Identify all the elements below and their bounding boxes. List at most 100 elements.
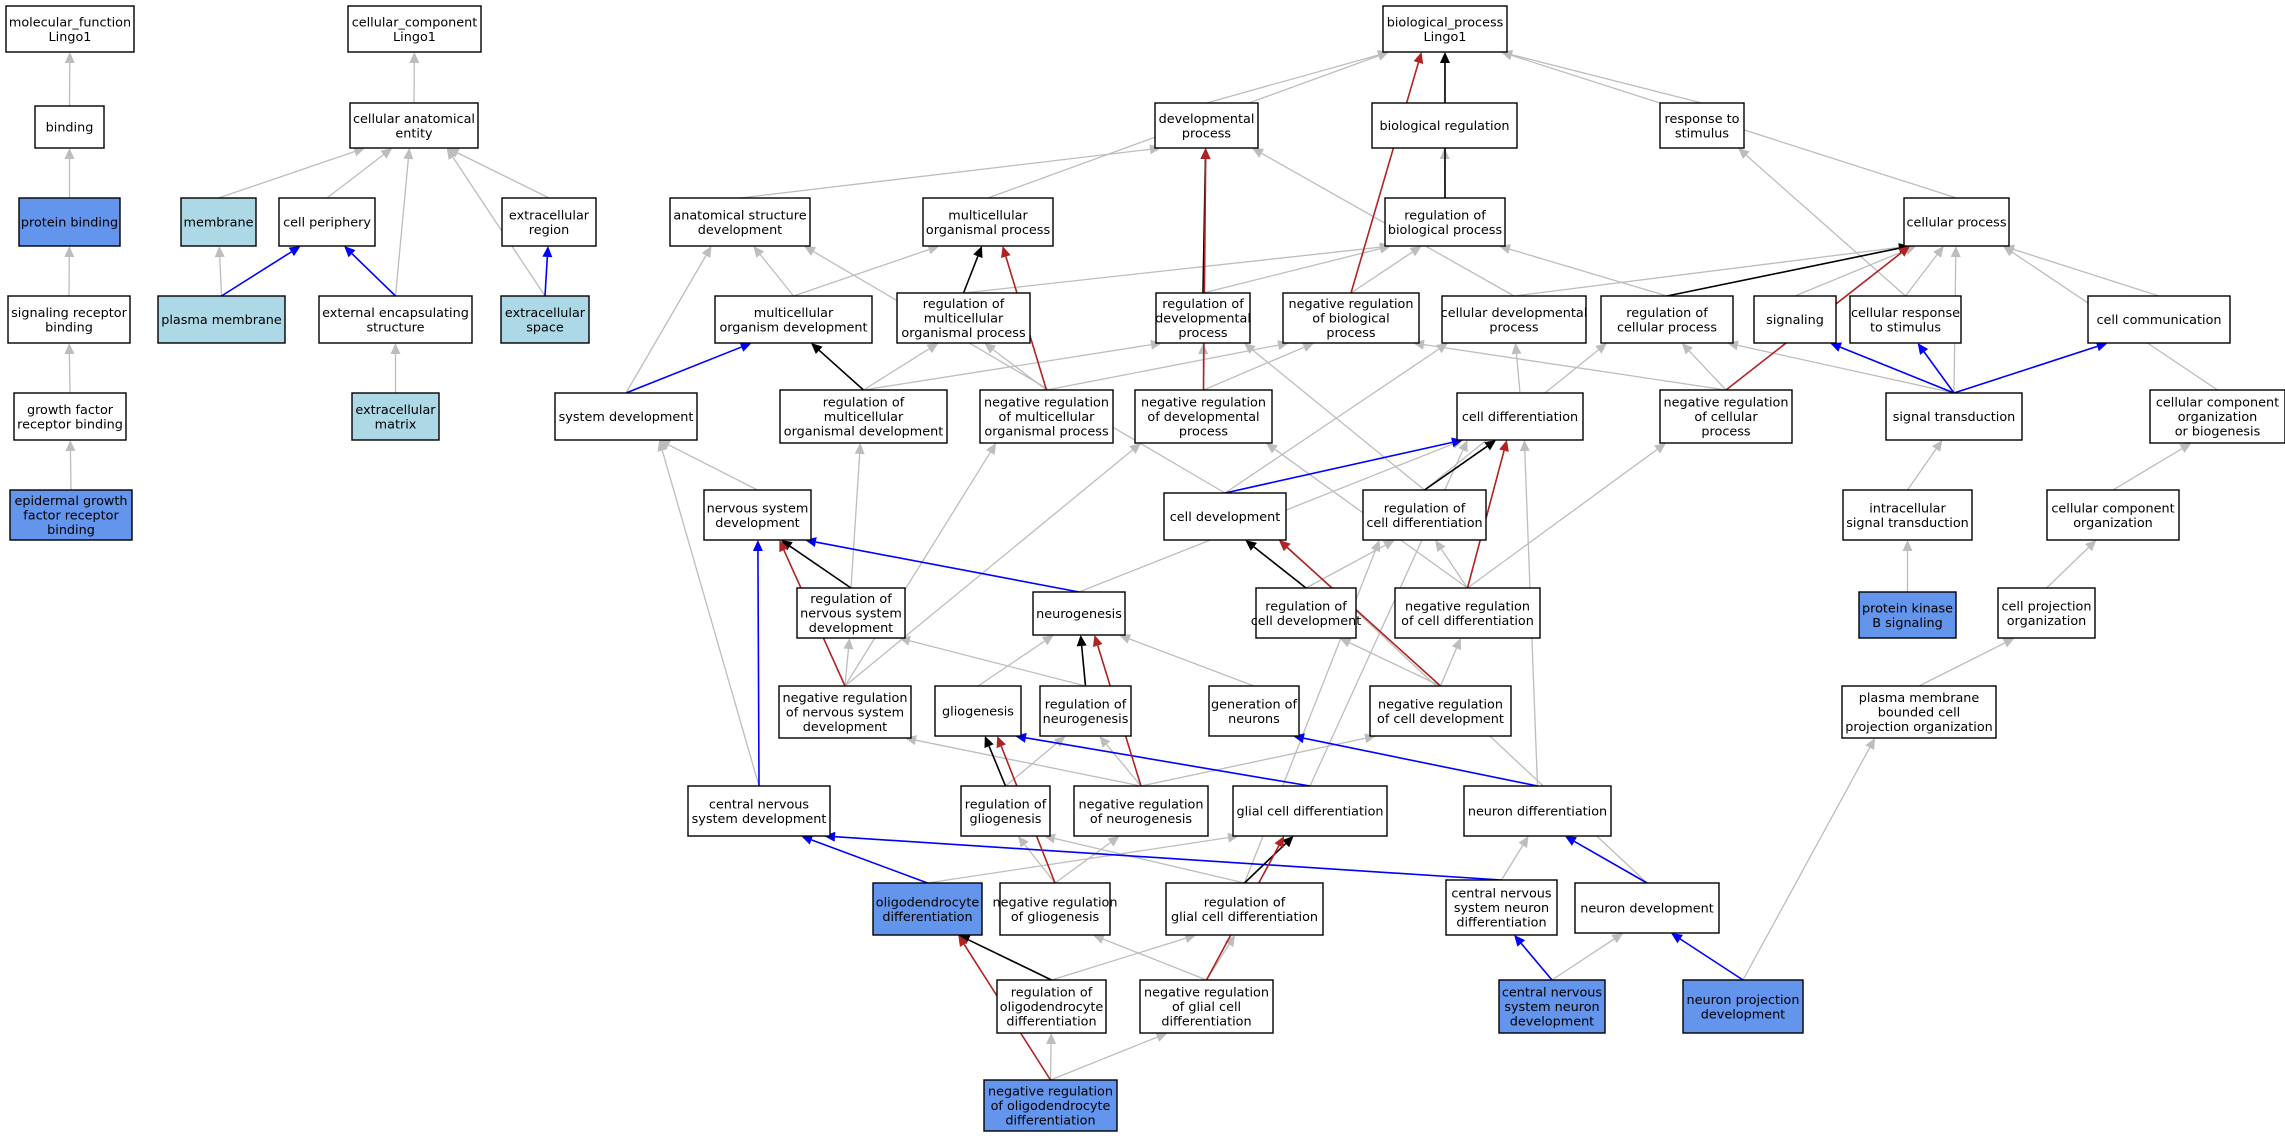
edge-is-a-negative-regulation-of-neurogenesis-to-negative-regulation-of-cell-development <box>1140 737 1366 787</box>
edge-is-a-negative-regulation-of-cellular-process-to-negative-regulation-of-biological-process <box>1423 343 1727 391</box>
go-term-node-signal-transduction[interactable]: signal transduction <box>1885 392 2023 441</box>
go-term-node-cell-development[interactable]: cell development <box>1163 492 1287 541</box>
go-term-node-system-development[interactable]: system development <box>554 392 698 441</box>
go-term-label-line: of glial cell <box>1172 1000 1241 1015</box>
go-term-node-neuron-development[interactable]: neuron development <box>1574 882 1720 934</box>
edge-arrowhead <box>739 342 752 352</box>
edge-is-a-cell-development-to-anatomical-structure-development <box>813 251 1226 494</box>
go-term-label-line: to stimulus <box>1870 320 1941 335</box>
go-term-node-glial-cell-differentiation[interactable]: glial cell differentiation <box>1232 785 1388 837</box>
edge-arrowhead <box>927 244 940 255</box>
go-term-label-line: Lingo1 <box>49 30 92 45</box>
go-term-box <box>34 105 105 149</box>
go-term-label-line: Lingo1 <box>1424 30 1467 45</box>
go-term-node-neurogenesis[interactable]: neurogenesis <box>1032 591 1126 636</box>
go-term-node-protein-binding[interactable]: protein binding <box>18 197 121 247</box>
edge-arrowhead <box>542 246 553 258</box>
go-term-label-line: or biogenesis <box>2175 425 2261 440</box>
go-term-label-line: developmental <box>1159 112 1255 127</box>
edge-arrowhead <box>1107 836 1120 847</box>
go-term-label-line: negative regulation <box>1078 797 1203 812</box>
go-term-node-neuron-differentiation[interactable]: neuron differentiation <box>1463 785 1612 837</box>
go-term-node-biological-regulation[interactable]: biological regulation <box>1371 102 1518 149</box>
go-term-label-line: cell development <box>1170 510 1281 525</box>
go-term-label-line: regulation of <box>1626 306 1708 321</box>
edge-arrowhead <box>753 246 765 258</box>
go-term-node-cellular-process[interactable]: cellular process <box>1903 197 2010 247</box>
edge-arrowhead <box>1902 540 1913 551</box>
edge-is-a-cell-development-to-cellular-developmental-process <box>1224 348 1440 494</box>
go-term-box <box>996 979 1107 1034</box>
go-term-node-cell-communication[interactable]: cell communication <box>2087 295 2231 344</box>
go-term-node-signaling[interactable]: signaling <box>1753 295 1837 344</box>
go-term-node-cell-periphery[interactable]: cell periphery <box>278 197 376 247</box>
go-term-node-gliogenesis[interactable]: gliogenesis <box>934 685 1022 737</box>
go-term-box <box>1369 685 1512 737</box>
go-term-node-membrane[interactable]: membrane <box>180 197 257 247</box>
go-term-node-cell-differentiation[interactable]: cell differentiation <box>1456 392 1584 441</box>
go-term-node-regulation-of-oligodendrocyte-differentiation[interactable]: regulation ofoligodendrocytedifferentiat… <box>996 979 1107 1034</box>
edge-arrowhead <box>1458 440 1468 453</box>
go-term-node-binding[interactable]: binding <box>34 105 105 149</box>
go-term-box <box>1456 392 1584 441</box>
edge-negatively-regulates-negative-regulation-of-cell-development-to-cell-development <box>1286 546 1442 687</box>
go-term-label-line: structure <box>366 320 424 335</box>
edge-arrowhead <box>1413 339 1425 350</box>
go-term-label-line: neuron differentiation <box>1468 805 1607 820</box>
go-term-node-plasma-membrane[interactable]: plasma membrane <box>157 295 286 344</box>
